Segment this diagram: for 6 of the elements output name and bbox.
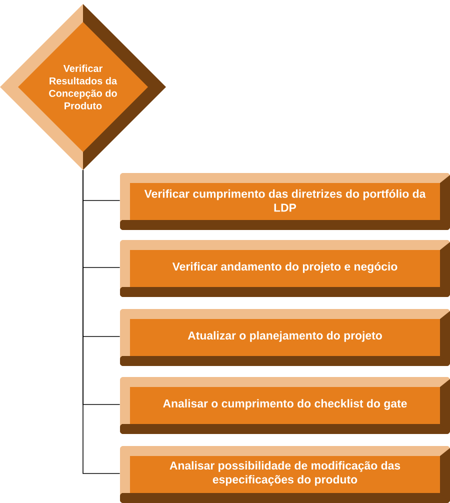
process-box: Analisar o cumprimento do checklist do gate <box>120 377 450 434</box>
process-box: Verificar cumprimento das diretrizes do portfólio da LDP <box>120 173 450 230</box>
connector-line <box>82 170 120 474</box>
process-box: Atualizar o planejamento do projeto <box>120 309 450 366</box>
process-box: Analisar possibilidade de modificação das especificações do produto <box>120 446 450 503</box>
process-box: Verificar andamento do projeto e negócio <box>120 240 450 297</box>
